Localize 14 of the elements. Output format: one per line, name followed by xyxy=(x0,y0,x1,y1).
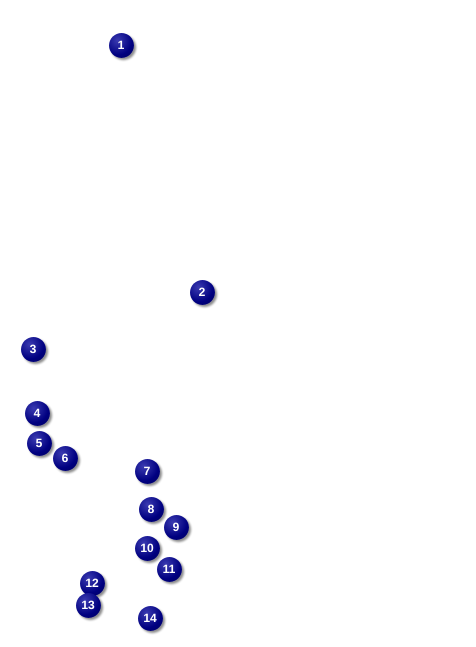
callout-number: 1 xyxy=(108,32,134,58)
callout-number: 7 xyxy=(134,458,160,484)
callout-number: 10 xyxy=(134,536,160,560)
callout-number: 8 xyxy=(138,496,164,522)
callout-number: 6 xyxy=(52,446,78,470)
callout-number: 14 xyxy=(138,606,162,630)
callout-number: 3 xyxy=(20,336,46,362)
callout-number: 5 xyxy=(26,430,52,456)
callout-number: 2 xyxy=(190,280,214,304)
callout-number: 9 xyxy=(164,514,188,540)
callout-number: 13 xyxy=(76,592,100,618)
callout-number: 12 xyxy=(80,570,104,596)
callout-number: 11 xyxy=(156,556,182,582)
callout-number: 4 xyxy=(24,400,50,426)
